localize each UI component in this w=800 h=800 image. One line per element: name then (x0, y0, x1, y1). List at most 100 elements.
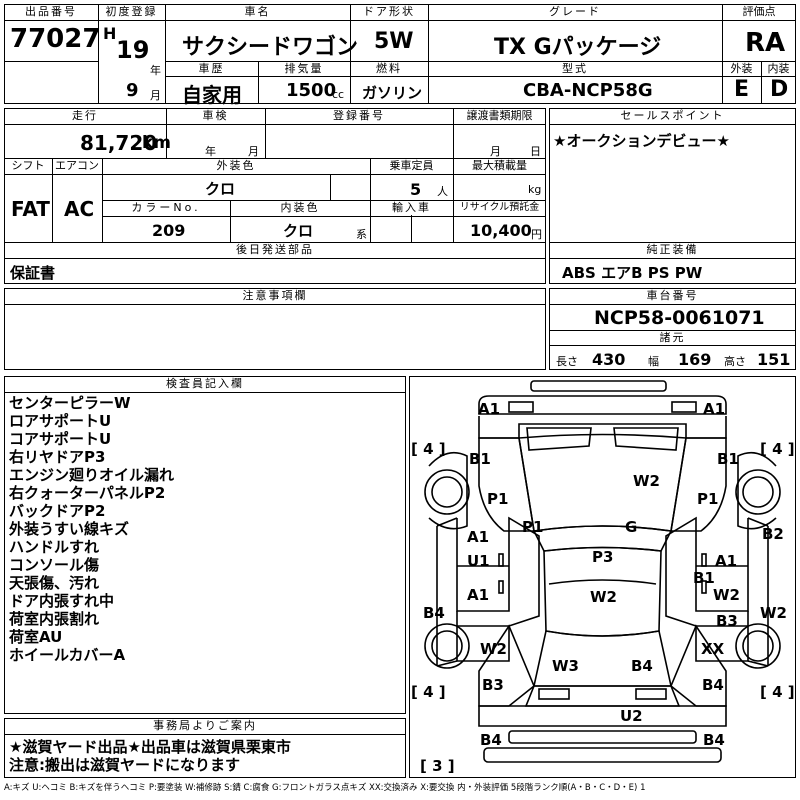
exterior-grade: E (734, 77, 750, 102)
displacement-unit: cc (332, 88, 345, 101)
int-color: クロ (283, 222, 314, 240)
inspection-year-unit: 年 (205, 145, 216, 158)
door-header: ドア形状 (351, 5, 427, 19)
mark-fender-r-p: P1 (697, 490, 719, 508)
model-code: CBA-NCP58G (523, 80, 653, 101)
mark-fender-l-b: B1 (469, 450, 491, 468)
mileage-unit: km (142, 133, 172, 153)
shift-header: シフト (5, 159, 51, 173)
mark-rear-br: B4 (703, 731, 725, 749)
mileage: 81,720 (80, 131, 158, 155)
lot-number-header: 出品番号 (5, 5, 97, 19)
transfer-header: 譲渡書類期限 (454, 109, 545, 123)
mark-door-fr-b: B1 (693, 569, 715, 587)
recycle-header: リサイクル預託金 (454, 201, 545, 215)
notes-header: 注意事項欄 (5, 289, 545, 303)
equipment-header: 純正装備 (550, 243, 795, 257)
interior-header: 内装 (762, 62, 795, 76)
door-type: 5W (374, 29, 414, 54)
sales-point: ★オークションデビュー★ (553, 132, 730, 150)
max-load-header: 最大積載量 (454, 159, 545, 173)
ext-color-header: 外装色 (103, 159, 369, 173)
inspector-header: 検査員記入欄 (5, 377, 405, 391)
mark-front-left: A1 (478, 400, 501, 418)
mark-spare: [ 3 ] (420, 757, 455, 775)
mark-rear-w: W3 (552, 657, 579, 675)
mark-bumper-r-b: B4 (702, 676, 724, 694)
inspector-note: コアサポートU (9, 430, 112, 448)
mark-tire-fl: [ 4 ] (411, 440, 446, 458)
mark-tire-fr: [ 4 ] (760, 440, 795, 458)
mark-side-l-b: B4 (423, 604, 445, 622)
mark-fender-l-p: P1 (487, 490, 509, 508)
inspector-note: エンジン廻りオイル漏れ (9, 466, 175, 484)
inspector-note: ホイールカバーA (9, 646, 126, 664)
history: 自家用 (182, 83, 242, 107)
mark-door-fl-a: A1 (467, 528, 490, 546)
mark-door-rl-a: A1 (467, 586, 490, 604)
mark-glass: G (625, 518, 638, 536)
model-header: 型式 (429, 62, 721, 76)
office-note: 注意:搬出は滋賀ヤードになります (9, 756, 241, 774)
interior-grade: D (770, 77, 789, 102)
chassis-header: 車台番号 (550, 289, 795, 303)
capacity: 5 (410, 180, 422, 199)
month-unit: 月 (150, 89, 161, 102)
reg-month: 9 (126, 80, 139, 101)
mark-hood: W2 (633, 472, 660, 490)
mark-tire-rl: [ 4 ] (411, 683, 446, 701)
reg-year: 19 (116, 36, 150, 64)
height-label: 高さ (724, 355, 746, 368)
capacity-header: 乗車定員 (371, 159, 452, 173)
office-notes-list: ★滋賀ヤード出品★出品車は滋賀県栗東市 注意:搬出は滋賀ヤードになります (9, 738, 291, 774)
inspector-note: 荷室内張割れ (9, 610, 100, 628)
mark-tire-rr: [ 4 ] (760, 683, 795, 701)
later-parts-header: 後日発送部品 (5, 243, 545, 257)
inspector-note: コンソール傷 (9, 556, 100, 574)
mark-bumper-l-b: B3 (482, 676, 504, 694)
inspection-header: 車検 (167, 109, 264, 123)
registration-header: 登録番号 (266, 109, 452, 123)
inspector-note: 右リヤドアP3 (9, 448, 106, 466)
inspector-notes-list: センターピラーW ロアサポートU コアサポートU 右リヤドアP3 エンジン廻りオ… (9, 394, 174, 664)
grade: TX Gパッケージ (494, 35, 662, 60)
width: 169 (678, 350, 712, 369)
inspector-note: ロアサポートU (9, 412, 112, 430)
inspection-month-unit: 月 (248, 145, 259, 158)
aircon-header: エアコン (53, 159, 101, 173)
transfer-month-unit: 月 (490, 145, 501, 158)
chassis-number: NCP58-0061071 (594, 307, 765, 329)
equipment: ABS エアB PS PW (562, 264, 703, 282)
mark-front-right: A1 (703, 400, 726, 418)
mark-qtr-r-x: XX (701, 640, 725, 658)
damage-diagram (409, 376, 796, 778)
mark-qtr-l-w: W2 (480, 640, 507, 658)
mark-rear-b: B4 (631, 657, 653, 675)
score: RA (745, 28, 786, 58)
grade-header: グレード (429, 5, 721, 19)
score-header: 評価点 (723, 5, 795, 19)
inspector-note: 天張傷、汚れ (9, 574, 100, 592)
fuel-header: 燃料 (351, 62, 427, 76)
inspector-note: ドア内張すれ中 (9, 592, 115, 610)
inspector-note: 外装うすい線キズ (9, 520, 130, 538)
specs-header: 諸元 (550, 331, 795, 345)
inspector-note: 右クォーターパネルP2 (9, 484, 166, 502)
max-load-unit: kg (528, 183, 542, 196)
color-no: 209 (152, 221, 186, 240)
shift: FAT (11, 197, 50, 221)
mark-roof: P3 (592, 548, 614, 566)
width-label: 幅 (648, 355, 659, 368)
office-header: 事務局よりご案内 (5, 719, 405, 733)
mark-pillar: P1 (522, 518, 544, 536)
capacity-unit: 人 (437, 185, 448, 198)
car-name: サクシードワゴン (182, 35, 359, 60)
mark-door-fr-a: A1 (715, 552, 738, 570)
lot-number: 77027 (10, 24, 101, 54)
mark-side-r-w: W2 (760, 604, 787, 622)
inspector-note: ハンドルすれ (9, 538, 100, 556)
recycle-unit: 円 (531, 228, 542, 241)
mark-door-fl-u: U1 (467, 552, 490, 570)
displacement: 1500 (286, 80, 337, 101)
mark-roof-2: W2 (590, 588, 617, 606)
